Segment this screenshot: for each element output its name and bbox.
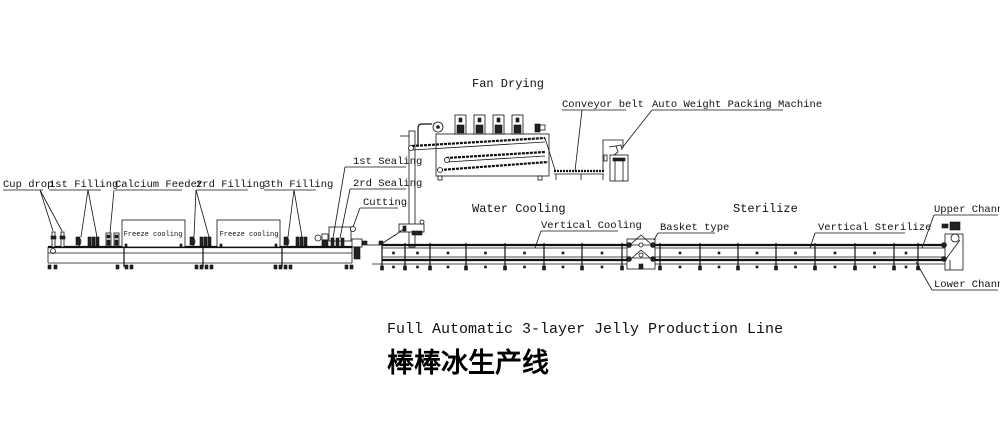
channel-foot: [698, 265, 702, 271]
channel-marker: [873, 265, 876, 269]
channel-marker: [600, 265, 604, 269]
calcium-feeder-label: Calcium Feeder: [115, 179, 203, 191]
channel-marker: [678, 265, 682, 269]
third-filling-label: 3th Filling: [264, 179, 333, 191]
channel-foot: [853, 265, 857, 271]
channel-frame: [372, 243, 945, 271]
channel-marker: [392, 251, 395, 255]
freeze-cooling-2-label: Freeze cooling: [220, 231, 279, 239]
vertical-sterilize-label: Vertical Sterilize: [818, 222, 931, 234]
fan-drying-unit: [393, 114, 556, 248]
channel-foot: [403, 265, 407, 271]
channel-marker: [833, 265, 837, 269]
first-filling-label: 1st Filling: [49, 179, 118, 191]
second-filling-label: 2rd Filling: [196, 179, 265, 191]
channel-marker: [755, 251, 759, 255]
channel-marker: [446, 265, 450, 269]
channel-marker: [416, 265, 419, 269]
third-filling-unit: [283, 236, 308, 247]
channel-marker: [600, 251, 604, 255]
title-chinese: 棒棒冰生产线: [387, 348, 549, 379]
fan-box-icons: [454, 114, 524, 135]
channel-marker: [717, 251, 721, 255]
channel-marker: [484, 265, 487, 269]
channel-foot: [813, 265, 817, 271]
channel-marker: [561, 265, 565, 269]
calcium-feeder-unit: [105, 232, 120, 247]
channel-marker: [904, 265, 908, 269]
second-filling-unit: [189, 236, 212, 247]
channel-foot: [620, 265, 624, 271]
channel-marker: [561, 251, 565, 255]
channel-marker: [523, 265, 526, 269]
packing-machine-unit: [602, 139, 629, 182]
channel-foot: [580, 265, 584, 271]
channel-foot: [658, 265, 662, 271]
channel-marker: [523, 251, 526, 255]
cutting-label: Cutting: [363, 197, 407, 209]
conveyor-belt-label: Conveyor belt: [562, 99, 644, 111]
channel-marker: [446, 251, 450, 255]
upper-channel-label: Upper Channel: [934, 204, 1000, 216]
fan-drying-label: Fan Drying: [472, 77, 544, 91]
machine-feet: [47, 264, 354, 270]
channel-marker: [833, 251, 837, 255]
channel-foot: [542, 265, 546, 271]
basket-unit: [626, 234, 656, 270]
freeze-cooling-box-1: Freeze cooling: [121, 219, 186, 248]
basket-type-label: Basket type: [660, 222, 729, 234]
channel-foot: [380, 265, 384, 271]
channel-foot: [428, 265, 432, 271]
channel-foot: [892, 265, 896, 271]
second-sealing-label: 2rd Sealing: [353, 178, 422, 190]
channel-marker: [678, 251, 682, 255]
channel-marker: [794, 251, 797, 255]
channel-marker: [717, 265, 721, 269]
channel-marker: [904, 251, 908, 255]
channel-marker: [484, 251, 487, 255]
first-sealing-label: 1st Sealing: [353, 156, 422, 168]
sealing-cutting-unit: [314, 226, 396, 260]
labels: Cup drop 1st Filling Calcium Feeder 2rd …: [3, 77, 1000, 291]
first-filling-unit: [75, 236, 100, 247]
cup-drop-label: Cup drop: [3, 179, 53, 191]
lower-channel-label: Lower Channel: [934, 279, 1000, 291]
channel-marker: [416, 251, 419, 255]
channel-foot: [774, 265, 778, 271]
channel-marker: [794, 265, 797, 269]
conveyor-belt-unit: [554, 169, 604, 180]
cup-drop-unit: [50, 231, 66, 248]
channel-marker: [755, 265, 759, 269]
end-unit: [941, 221, 964, 271]
title-english: Full Automatic 3-layer Jelly Production …: [387, 321, 783, 338]
channel-foot: [503, 265, 507, 271]
sterilize-label: Sterilize: [733, 202, 798, 216]
channel-marker: [392, 265, 395, 269]
water-cooling-label: Water Cooling: [472, 202, 566, 216]
vertical-cooling-label: Vertical Cooling: [541, 220, 642, 232]
channel-foot: [464, 265, 468, 271]
freeze-cooling-box-2: Freeze cooling: [216, 219, 281, 248]
freeze-cooling-1-label: Freeze cooling: [124, 231, 183, 239]
channel-marker: [873, 251, 876, 255]
filling-line-frame: [47, 245, 354, 270]
channel-foot: [736, 265, 740, 271]
packing-machine-label: Auto Weight Packing Machine: [652, 99, 822, 111]
